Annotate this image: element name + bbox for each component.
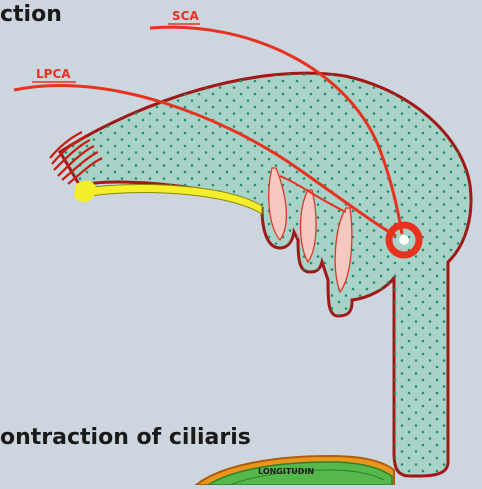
pigment-blob [74,181,96,202]
stipple-pattern [60,73,471,476]
caption: ontraction of ciliaris [0,425,251,450]
title-fragment: ction [0,2,62,27]
longitudinal-label: LONGITUDIN [258,467,314,476]
sca-label: SCA [172,9,199,23]
arterial-circle-lumen [399,235,409,245]
ciliary-muscle-ring: LONGITUDIN [196,456,394,485]
lpca-label: LPCA [36,67,71,81]
